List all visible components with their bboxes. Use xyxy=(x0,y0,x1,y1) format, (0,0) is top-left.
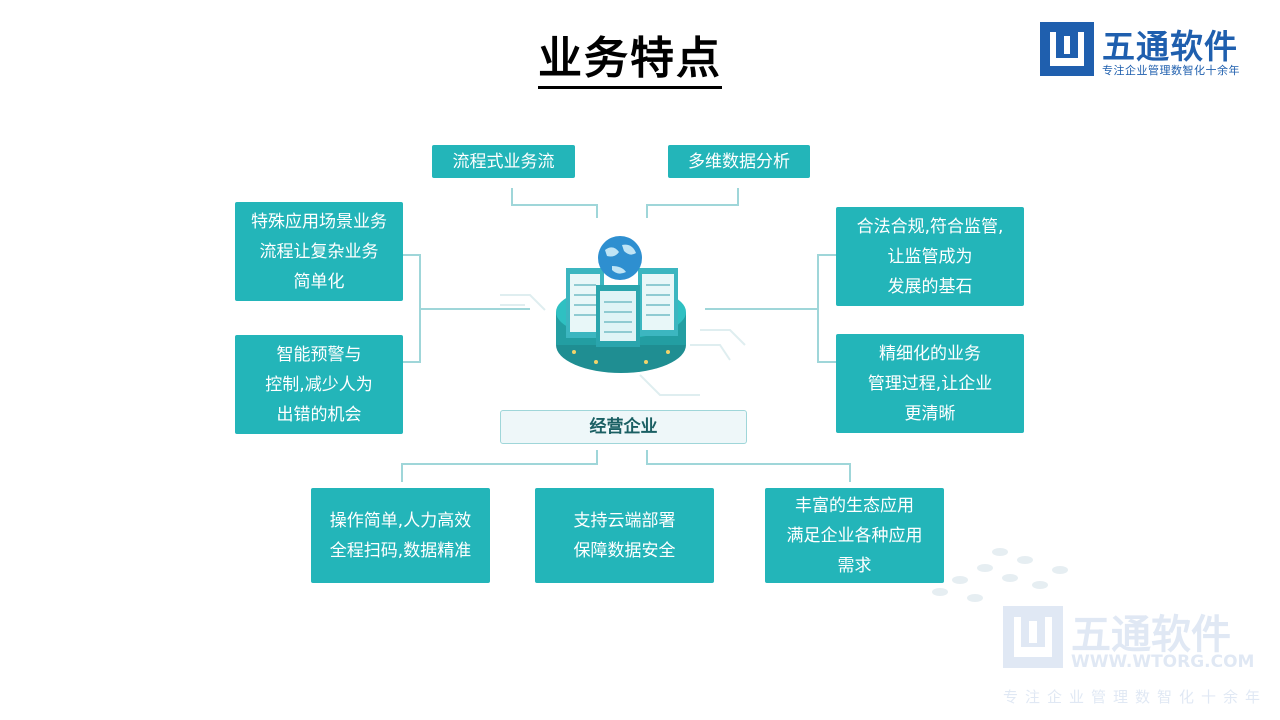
feature-cloud-deploy: 支持云端部署 保障数据安全 xyxy=(535,488,714,583)
watermark-logo-icon xyxy=(1003,606,1063,668)
center-label: 经营企业 xyxy=(500,410,747,444)
logo-name: 五通软件 xyxy=(1102,27,1238,66)
feature-data-analysis: 多维数据分析 xyxy=(668,145,810,178)
brand-logo: 五通软件 专注企业管理数智化十余年 xyxy=(1040,22,1255,78)
wutong-logo-icon xyxy=(1040,22,1094,76)
logo-slogan: 专注企业管理数智化十余年 xyxy=(1102,64,1240,77)
feature-process-flow: 流程式业务流 xyxy=(432,145,575,178)
server-globe-icon xyxy=(556,236,686,373)
watermark-logo: 五通软件 WWW.WTORG.COM 专注企业管理数智化十余年 xyxy=(1003,606,1268,716)
feature-special-scenarios: 特殊应用场景业务 流程让复杂业务 简单化 xyxy=(235,202,403,301)
feature-compliance: 合法合规,符合监管, 让监管成为 发展的基石 xyxy=(836,207,1024,306)
feature-ecosystem: 丰富的生态应用 满足企业各种应用 需求 xyxy=(765,488,944,583)
feature-easy-operation: 操作简单,人力高效 全程扫码,数据精准 xyxy=(311,488,490,583)
feature-smart-alerts: 智能预警与 控制,减少人为 出错的机会 xyxy=(235,335,403,434)
feature-refined-management: 精细化的业务 管理过程,让企业 更清晰 xyxy=(836,334,1024,433)
page-title: 业务特点 xyxy=(0,22,1260,89)
watermark-slogan: 专注企业管理数智化十余年 xyxy=(1003,688,1268,706)
watermark-url: WWW.WTORG.COM xyxy=(1071,652,1255,672)
decorative-dots xyxy=(932,548,1068,602)
watermark-name: 五通软件 xyxy=(1071,612,1231,658)
